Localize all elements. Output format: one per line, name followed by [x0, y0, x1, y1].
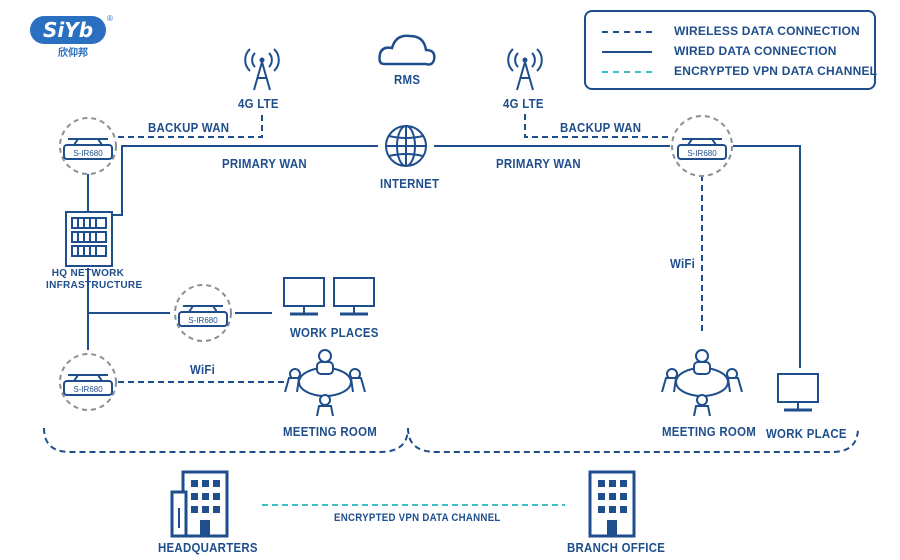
router-meeting: S-IR680	[59, 353, 117, 411]
cell-tower-icon	[507, 48, 543, 91]
meeting-table-icon	[661, 349, 743, 417]
legend-wired-label: WIRED DATA CONNECTION	[674, 44, 837, 58]
backup-wan-left-line	[118, 114, 263, 138]
primary-wan-left-line	[112, 145, 378, 216]
branch-bracket	[407, 427, 859, 453]
vpn-channel-label: ENCRYPTED VPN DATA CHANNEL	[334, 512, 501, 524]
hq-infrastructure-label: HQ NETWORK INFRASTRUCTURE	[46, 268, 143, 292]
meeting-room-right-label: MEETING ROOM	[662, 424, 757, 439]
logo-mark: SiYb	[30, 16, 106, 44]
hq-infrastructure-line2: INFRASTRUCTURE	[46, 280, 143, 291]
wired-connections	[87, 145, 801, 368]
router-branch: S-IR680	[671, 115, 733, 177]
legend-vpn-swatch	[602, 71, 652, 73]
primary-wan-right-label: PRIMARY WAN	[496, 156, 581, 171]
branch-building-icon	[588, 470, 636, 538]
hq-bracket	[43, 427, 409, 453]
router-hq-main-model: S-IR680	[73, 149, 103, 158]
wifi-left-label: WiFi	[190, 362, 216, 377]
server-rack-icon	[65, 211, 113, 267]
router-meeting-model: S-IR680	[73, 385, 103, 394]
legend: WIRELESS DATA CONNECTION WIRED DATA CONN…	[584, 10, 878, 90]
headquarters-label: HEADQUARTERS	[158, 540, 258, 555]
lte-right-label: 4G LTE	[503, 96, 544, 111]
headquarters-building-icon	[170, 470, 229, 538]
legend-vpn-label: ENCRYPTED VPN DATA CHANNEL	[674, 64, 878, 78]
logo-registered: ®	[107, 14, 113, 23]
backup-wan-right-line	[524, 114, 670, 138]
site-brackets	[43, 427, 859, 453]
internet-label: INTERNET	[380, 176, 440, 191]
legend-wired-swatch	[602, 51, 652, 53]
monitor-icon	[332, 276, 376, 316]
primary-wan-left-label: PRIMARY WAN	[222, 156, 307, 171]
wireless-connections	[118, 114, 703, 383]
backup-wan-left-label: BACKUP WAN	[148, 120, 230, 135]
branch-router-to-workplace-line	[733, 145, 801, 368]
router-hq-main: S-IR680	[59, 117, 117, 175]
brand-logo: SiYb ® 欣仰邦	[30, 14, 113, 59]
legend-wireless-label: WIRELESS DATA CONNECTION	[674, 24, 860, 38]
monitor-icon	[776, 372, 820, 412]
router-branch-model: S-IR680	[687, 149, 717, 158]
meeting-room-left-label: MEETING ROOM	[283, 424, 378, 439]
hq-infrastructure-line1: HQ NETWORK	[51, 268, 125, 279]
router-workplaces: S-IR680	[174, 284, 232, 342]
legend-wireless-swatch	[602, 31, 652, 33]
branch-office-label: BRANCH OFFICE	[567, 540, 666, 555]
lte-left-label: 4G LTE	[238, 96, 279, 111]
backup-wan-right-label: BACKUP WAN	[560, 120, 642, 135]
router-workplaces-model: S-IR680	[188, 316, 218, 325]
rms-label: RMS	[394, 72, 421, 87]
logo-subtext: 欣仰邦	[58, 48, 88, 59]
cell-tower-icon	[244, 48, 280, 91]
work-places-label: WORK PLACES	[290, 325, 379, 340]
work-place-label: WORK PLACE	[766, 426, 847, 441]
monitor-icon	[282, 276, 326, 316]
cloud-icon	[378, 34, 436, 66]
globe-icon	[385, 125, 427, 167]
meeting-table-icon	[284, 349, 366, 417]
wifi-right-label: WiFi	[670, 256, 696, 271]
